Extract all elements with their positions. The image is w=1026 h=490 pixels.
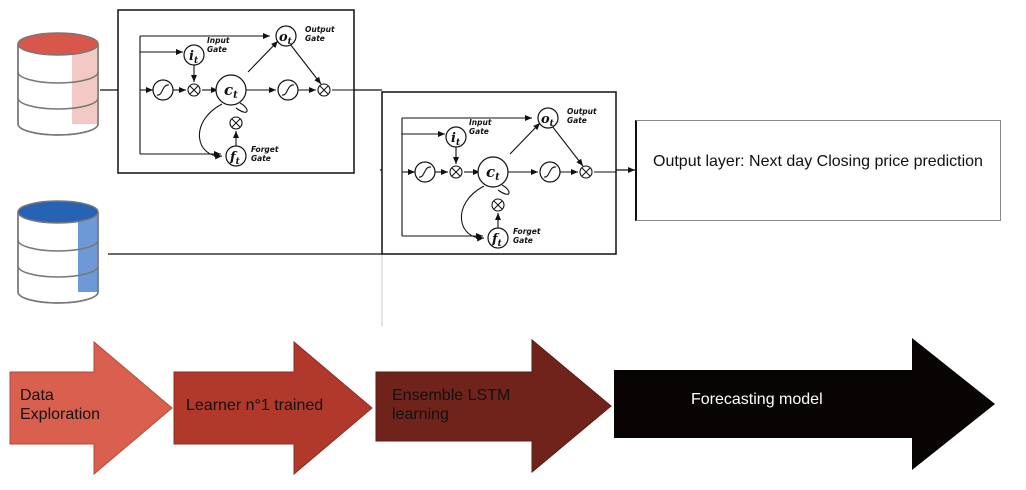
cell-symbol: c <box>224 81 233 99</box>
pipeline-step-learner-trained: Learner n°1 trained <box>173 340 373 476</box>
output-layer-box: Output layer: Next day Closing price pre… <box>635 120 1001 221</box>
pipeline-arrow-1 <box>9 340 173 476</box>
text-line: Input <box>469 118 492 127</box>
database-top-blue <box>17 200 99 224</box>
text-line: Data <box>20 387 54 404</box>
database-stripe-blue <box>78 212 98 292</box>
pipeline-label-4: Forecasting model <box>691 391 823 408</box>
svg-text:ft: ft <box>491 232 503 249</box>
output-subscript: t <box>288 37 293 47</box>
input-gate-circle <box>183 44 205 66</box>
output-gate-circle <box>275 25 297 47</box>
text-line: Forget <box>513 227 541 236</box>
svg-text:ot: ot <box>279 30 293 47</box>
pipeline-step-forecasting-model: Forecasting model <box>614 338 995 470</box>
text-line: Exploration <box>20 406 100 423</box>
svg-text:it: it <box>451 131 461 148</box>
text-line: Gate <box>251 154 271 163</box>
input-symbol: i <box>189 49 194 64</box>
svg-text:it: it <box>189 49 199 66</box>
text-line: Forecasting model <box>691 391 823 408</box>
forget-subscript: t <box>236 157 241 167</box>
database-icon-red <box>17 32 99 136</box>
svg-text:ct: ct <box>486 163 500 183</box>
cell-subscript: t <box>495 172 500 183</box>
forget-symbol: f <box>229 150 238 165</box>
pipeline-arrow-3 <box>375 338 612 474</box>
text-line: Output <box>567 107 597 116</box>
output-symbol: o <box>279 30 288 45</box>
text-line: Input <box>207 36 230 45</box>
cell-subscript: t <box>233 90 238 101</box>
text-line: Ensemble LSTM <box>392 387 510 404</box>
forget-subscript: t <box>498 239 503 249</box>
text-line: Gate <box>207 45 227 54</box>
pipeline-label-2: Learner n°1 trained <box>186 397 323 414</box>
svg-text:ot: ot <box>541 112 555 129</box>
cell-symbol: c <box>486 163 495 181</box>
text-line: Forget <box>251 145 279 154</box>
text-line: Output <box>305 25 335 34</box>
output-subscript: t <box>550 119 555 129</box>
database-top-red <box>17 32 99 56</box>
pipeline-step-ensemble-learning: Ensemble LSTM learning <box>375 338 612 474</box>
text-line: Gate <box>567 116 587 125</box>
database-icon-blue <box>17 200 99 304</box>
input-symbol: i <box>451 131 456 146</box>
text-line: Gate <box>513 236 533 245</box>
input-gate-circle <box>445 126 467 148</box>
database-stripe-red <box>72 44 98 124</box>
input-subscript: t <box>194 56 199 66</box>
pipeline-label-3: Ensemble LSTM learning <box>392 387 510 423</box>
forget-symbol: f <box>491 232 500 247</box>
cell-state-circle <box>477 156 509 188</box>
text-line: Gate <box>469 127 489 136</box>
pipeline-arrow-4 <box>614 338 995 470</box>
forget-gate-circle <box>487 227 509 249</box>
forget-gate-circle <box>225 145 247 167</box>
output-symbol: o <box>541 112 550 127</box>
svg-text:ct: ct <box>224 81 238 101</box>
text-line: Learner n°1 trained <box>186 397 323 414</box>
text-line: Gate <box>305 34 325 43</box>
svg-text:ft: ft <box>229 150 241 167</box>
text-line: learning <box>392 406 449 423</box>
input-subscript: t <box>456 138 461 148</box>
cell-state-circle <box>215 74 247 106</box>
output-gate-circle <box>537 107 559 129</box>
output-layer-text: Output layer: Next day Closing price pre… <box>653 153 983 170</box>
pipeline-arrow-2 <box>173 340 373 476</box>
